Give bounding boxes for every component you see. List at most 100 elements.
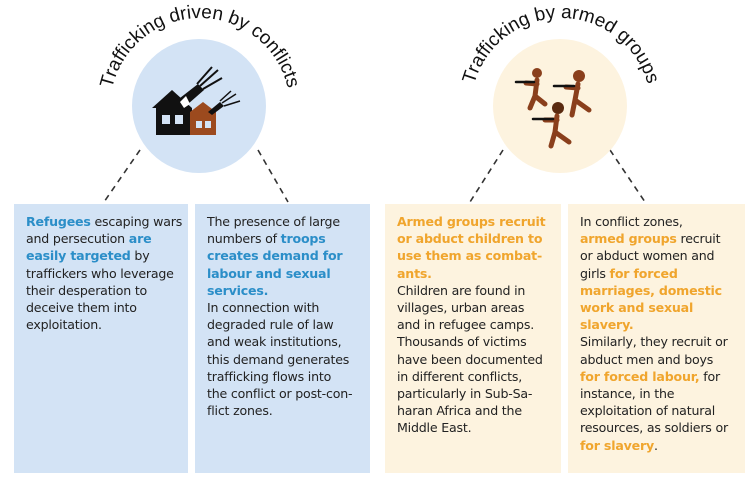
highlighted-text: ants. bbox=[397, 265, 432, 281]
text-line: traffickers who leverage bbox=[26, 265, 178, 282]
highlighted-text: Armed groups recruit bbox=[397, 214, 546, 229]
text-line: particularly in Sub-Sa- bbox=[397, 385, 551, 402]
body-text: Middle East. bbox=[397, 420, 472, 436]
text-line: Middle East. bbox=[397, 419, 551, 436]
body-text: instance, in the bbox=[580, 386, 675, 402]
body-text: their desperation to bbox=[26, 282, 148, 298]
text-line: villages, urban areas bbox=[397, 299, 551, 316]
text-line: Children are found in bbox=[397, 282, 551, 299]
body-text: In conflict zones, bbox=[580, 214, 683, 229]
body-text: by bbox=[130, 248, 150, 264]
text-line: use them as combat- bbox=[397, 247, 551, 264]
body-text: haran Africa and the bbox=[397, 403, 522, 419]
text-line: and in refugee camps. bbox=[397, 316, 551, 333]
info-box-child-combatants: Armed groups recruit or abduct children t… bbox=[385, 204, 561, 473]
body-text: resources, as soldiers or bbox=[580, 420, 728, 436]
body-text: have been documented bbox=[397, 351, 543, 367]
body-text: and in refugee camps. bbox=[397, 317, 535, 333]
highlighted-text: easily targeted bbox=[26, 248, 131, 264]
text-line: and persecution are bbox=[26, 230, 178, 247]
highlighted-text: or abduct children to bbox=[397, 231, 543, 247]
text-line: for forced labour, for bbox=[580, 368, 735, 385]
highlighted-text: labour and sexual bbox=[207, 265, 331, 281]
text-line: resources, as soldiers or bbox=[580, 419, 735, 436]
text-line: The presence of large bbox=[207, 213, 360, 230]
text-line: or abduct children to bbox=[397, 230, 551, 247]
text-line: Thousands of victims bbox=[397, 333, 551, 350]
body-text: deceive them into bbox=[26, 300, 137, 316]
text-line: marriages, domestic bbox=[580, 282, 735, 299]
text-line: trafficking flows into bbox=[207, 368, 360, 385]
body-text: Similarly, they recruit or bbox=[580, 334, 728, 350]
text-line: and weak institutions, bbox=[207, 333, 360, 350]
body-text: villages, urban areas bbox=[397, 300, 525, 316]
text-line: exploitation of natural bbox=[580, 402, 735, 419]
text-line: work and sexual bbox=[580, 299, 735, 316]
text-line: services. bbox=[207, 282, 360, 299]
highlighted-text: slavery. bbox=[580, 317, 634, 333]
text-line: or abduct women and bbox=[580, 247, 735, 264]
highlighted-text: marriages, domestic bbox=[580, 282, 722, 298]
text-line: this demand generates bbox=[207, 351, 360, 368]
body-text: Thousands of victims bbox=[397, 334, 527, 350]
bombed-houses-icon bbox=[152, 66, 241, 135]
text-line: instance, in the bbox=[580, 385, 735, 402]
body-text: particularly in Sub-Sa- bbox=[397, 386, 533, 402]
text-line: haran Africa and the bbox=[397, 402, 551, 419]
highlighted-text: are bbox=[128, 231, 152, 247]
text-line: deceive them into bbox=[26, 299, 178, 316]
text-line: in different conflicts, bbox=[397, 368, 551, 385]
text-line: labour and sexual bbox=[207, 265, 360, 282]
highlighted-text: for forced labour, bbox=[580, 368, 700, 384]
highlighted-text: for slavery bbox=[580, 437, 655, 453]
body-text: In connection with bbox=[207, 300, 320, 316]
text-line: In connection with bbox=[207, 299, 360, 316]
body-text: exploitation of natural bbox=[580, 403, 716, 419]
body-text: degraded rule of law bbox=[207, 317, 334, 333]
highlighted-text: for forced bbox=[609, 265, 678, 281]
text-line: creates demand for bbox=[207, 247, 360, 264]
body-text: traffickers who leverage bbox=[26, 265, 174, 281]
text-line: flict zones. bbox=[207, 402, 360, 419]
body-text: abduct men and boys bbox=[580, 351, 714, 367]
body-text: and weak institutions, bbox=[207, 334, 342, 350]
body-text: The presence of large bbox=[207, 214, 340, 229]
body-text: numbers of bbox=[207, 231, 281, 247]
body-text: for bbox=[699, 368, 720, 384]
body-text: girls bbox=[580, 265, 610, 281]
body-text: Children are found in bbox=[397, 282, 526, 298]
text-line: ants. bbox=[397, 265, 551, 282]
text-line: abduct men and boys bbox=[580, 351, 735, 368]
text-line: exploitation. bbox=[26, 316, 178, 333]
body-text: . bbox=[654, 437, 658, 453]
body-text: escaping wars bbox=[90, 214, 183, 229]
text-line: Armed groups recruit bbox=[397, 213, 551, 230]
armed-figures-icon bbox=[514, 68, 592, 149]
text-line: for slavery. bbox=[580, 437, 735, 454]
body-text: exploitation. bbox=[26, 317, 102, 333]
text-line: numbers of troops bbox=[207, 230, 360, 247]
body-text: recruit bbox=[676, 231, 721, 247]
text-line: slavery. bbox=[580, 316, 735, 333]
text-line: Similarly, they recruit or bbox=[580, 333, 735, 350]
highlighted-text: troops bbox=[280, 231, 326, 247]
body-text: and persecution bbox=[26, 231, 129, 247]
body-text: in different conflicts, bbox=[397, 368, 523, 384]
body-text: or abduct women and bbox=[580, 248, 715, 264]
text-line: degraded rule of law bbox=[207, 316, 360, 333]
text-line: their desperation to bbox=[26, 282, 178, 299]
highlighted-text: armed groups bbox=[580, 231, 677, 247]
body-text: flict zones. bbox=[207, 403, 273, 419]
highlighted-text: use them as combat- bbox=[397, 248, 543, 264]
text-line: have been documented bbox=[397, 351, 551, 368]
text-line: armed groups recruit bbox=[580, 230, 735, 247]
body-text: trafficking flows into bbox=[207, 368, 332, 384]
text-line: the conflict or post-con- bbox=[207, 385, 360, 402]
highlighted-text: creates demand for bbox=[207, 248, 343, 264]
body-text: this demand generates bbox=[207, 351, 350, 367]
text-line: Refugees escaping wars bbox=[26, 213, 182, 230]
text-line: In conflict zones, bbox=[580, 213, 735, 230]
highlighted-text: Refugees bbox=[26, 214, 91, 229]
